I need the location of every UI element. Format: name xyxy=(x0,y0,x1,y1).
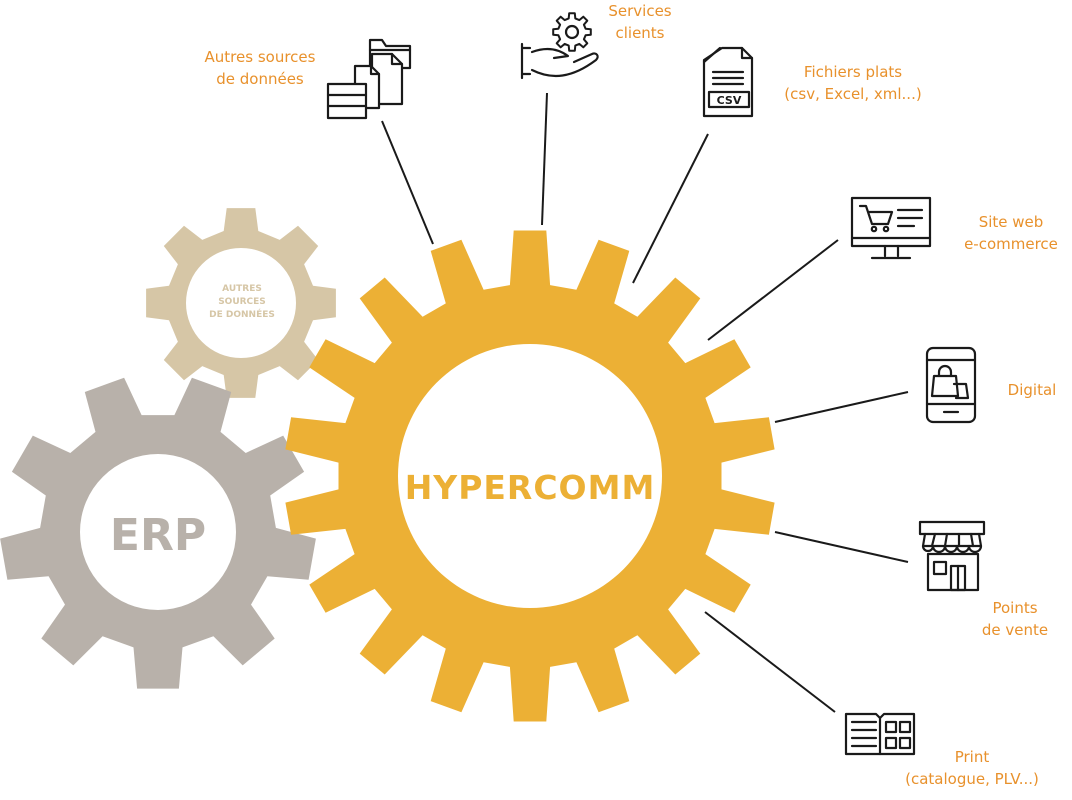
connector-digital xyxy=(774,391,909,423)
csv-icon-text: CSV xyxy=(717,94,742,107)
connector-autres-sources xyxy=(381,120,434,245)
node-label-fichiers-plats: Fichiers plats (csv, Excel, xml...) xyxy=(770,61,936,105)
node-label-services-clients: Services clients xyxy=(592,0,688,44)
sources-gear-label-line: AUTRES xyxy=(222,284,262,294)
erp-gear xyxy=(0,377,316,689)
open-catalog-icon xyxy=(844,712,916,756)
database-files-icon xyxy=(326,38,412,120)
label-line: de données xyxy=(216,70,304,88)
monitor-cart-icon xyxy=(850,196,932,260)
connector-lines xyxy=(381,92,909,713)
connector-site-web xyxy=(707,239,839,341)
label-line: Services xyxy=(608,2,672,20)
label-line: (csv, Excel, xml...) xyxy=(784,85,922,103)
node-label-points-vente: Points de vente xyxy=(966,597,1064,641)
label-line: Autres sources xyxy=(204,48,316,66)
node-label-digital: Digital xyxy=(996,379,1068,401)
label-line: Site web xyxy=(978,213,1044,231)
sources-gear xyxy=(146,208,336,398)
label-line: Digital xyxy=(1007,381,1057,399)
node-label-autres-sources: Autres sources de données xyxy=(190,46,330,90)
label-line: (catalogue, PLV...) xyxy=(905,770,1039,788)
phone-bag-icon xyxy=(925,346,977,424)
sources-gear-label: AUTRES SOURCES DE DONNÉES xyxy=(209,284,275,320)
label-line: Points xyxy=(992,599,1038,617)
sources-gear-label-line: SOURCES xyxy=(218,297,266,307)
csv-file-icon: CSV xyxy=(702,46,754,118)
connector-points-vente xyxy=(774,531,909,563)
connector-fichiers-plats xyxy=(632,133,709,284)
label-line: Print xyxy=(954,748,990,766)
connector-services-clients xyxy=(541,92,548,226)
label-line: clients xyxy=(615,24,665,42)
hand-gear-icon xyxy=(520,12,599,80)
node-label-print: Print (catalogue, PLV...) xyxy=(894,746,1050,790)
label-line: de vente xyxy=(981,621,1049,639)
node-label-site-web: Site web e-commerce xyxy=(952,211,1070,255)
storefront-icon xyxy=(918,520,986,592)
erp-gear-label: ERP xyxy=(110,510,206,561)
connector-print xyxy=(704,611,836,713)
label-line: e-commerce xyxy=(964,235,1058,253)
sources-gear-label-line: DE DONNÉES xyxy=(209,308,275,320)
hub-gear-label: HYPERCOMM xyxy=(405,468,656,507)
label-line: Fichiers plats xyxy=(803,63,903,81)
hub-gear xyxy=(285,230,775,722)
